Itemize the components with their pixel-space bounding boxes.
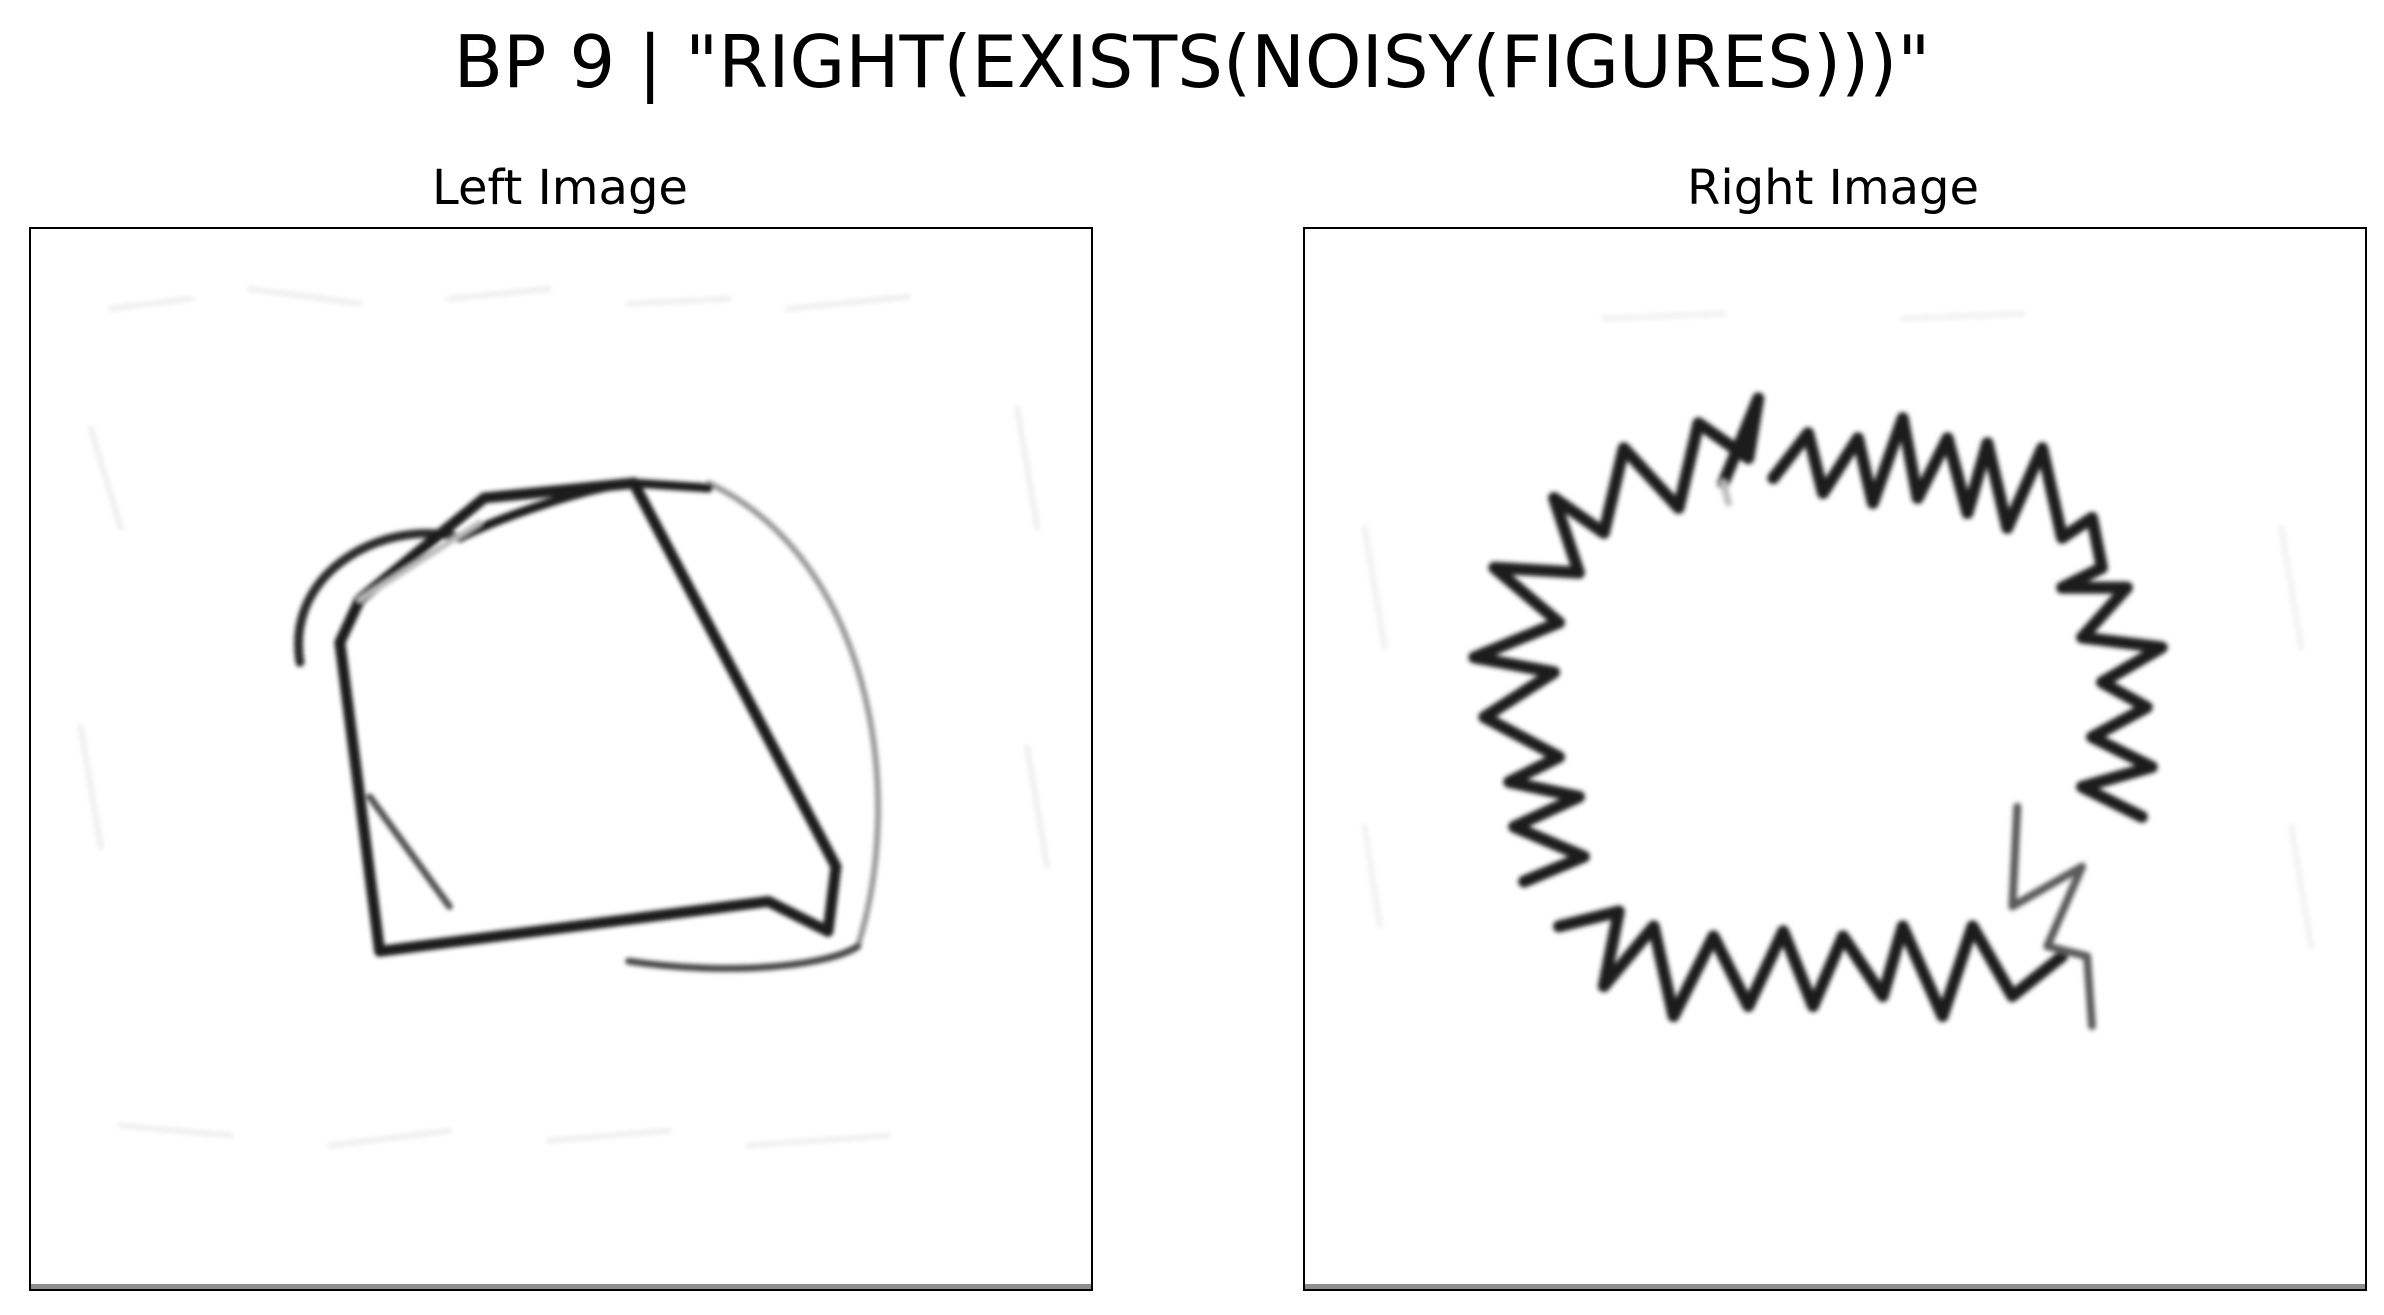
figure-title: BP 9 | "RIGHT(EXISTS(NOISY(FIGURES)))" <box>453 20 1931 104</box>
left-arc-stroke <box>294 529 464 667</box>
background-noise <box>77 285 1051 1149</box>
noisy-outline-stroke <box>1468 392 2069 1023</box>
panel-bottom-edge <box>1305 1284 2365 1289</box>
left-figure-drawing <box>77 285 1051 1149</box>
right-arc-stroke <box>705 480 881 950</box>
panel-bottom-edge <box>31 1284 1091 1289</box>
right-panel-title: Right Image <box>1687 160 1979 216</box>
inner-hook-stroke <box>2008 802 2097 1030</box>
left-panel-title: Left Image <box>432 160 688 216</box>
left-image-panel <box>29 227 1093 1291</box>
right-image-panel <box>1303 227 2367 1291</box>
background-noise <box>1361 310 2315 950</box>
quadrilateral-stroke <box>334 477 842 957</box>
right-figure-drawing <box>1361 310 2315 1030</box>
